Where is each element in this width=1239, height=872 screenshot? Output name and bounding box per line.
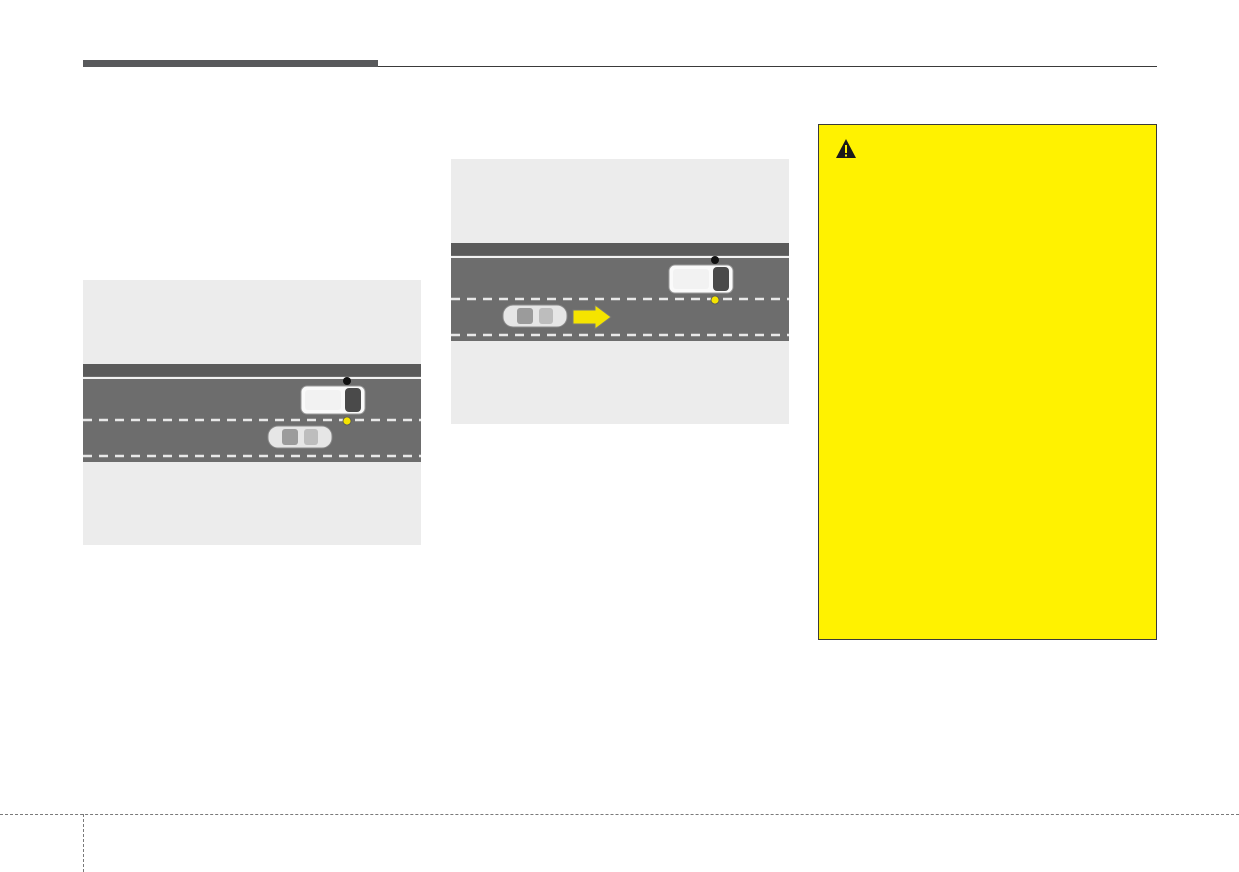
car-icon bbox=[502, 304, 568, 328]
warning-triangle-icon bbox=[836, 139, 856, 158]
footer-dashed-vertical bbox=[83, 814, 84, 872]
arrow-right-icon bbox=[572, 304, 612, 330]
marker-yellow-icon bbox=[710, 295, 720, 305]
footer-dashed-rule bbox=[0, 814, 1239, 815]
road-surface bbox=[83, 364, 421, 462]
illustration-vehicles-side-by-side bbox=[83, 280, 421, 545]
van-icon bbox=[668, 264, 734, 294]
road-shoulder bbox=[83, 364, 421, 376]
marker-black-icon bbox=[343, 377, 351, 385]
road-illustration-middle bbox=[451, 159, 789, 424]
header-accent-bar bbox=[83, 60, 378, 67]
marker-yellow-icon bbox=[342, 416, 352, 426]
car-icon bbox=[267, 425, 333, 449]
road-shoulder bbox=[451, 243, 789, 255]
marker-black-icon bbox=[711, 256, 719, 264]
header-rule bbox=[378, 66, 1157, 67]
warning-box bbox=[818, 124, 1157, 640]
illustration-vehicle-approaching bbox=[451, 159, 789, 424]
van-icon bbox=[300, 385, 366, 415]
road-illustration-left bbox=[83, 280, 421, 545]
